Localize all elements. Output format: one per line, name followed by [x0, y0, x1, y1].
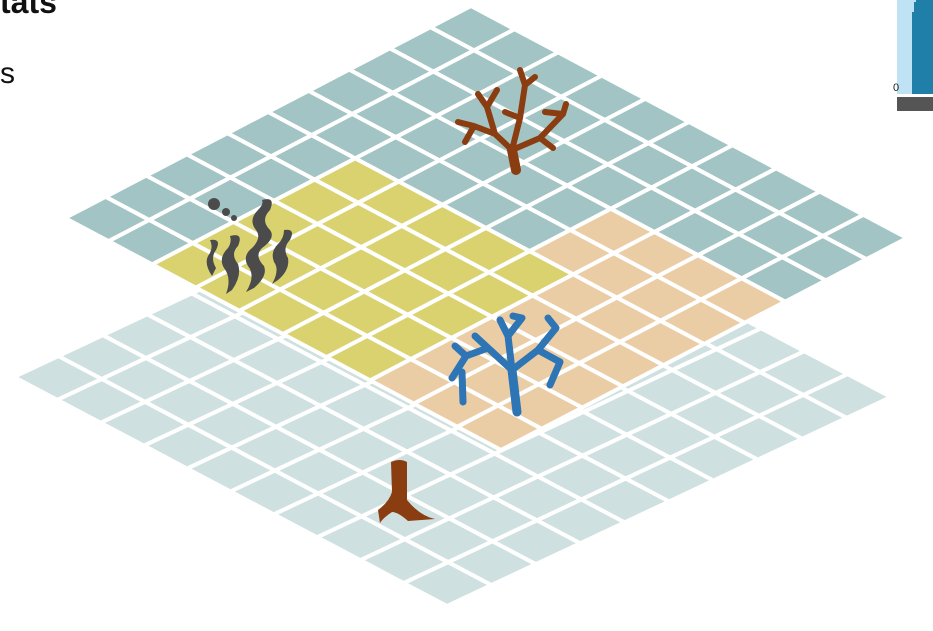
thumbnail-tick-label: 0 [893, 82, 899, 94]
chart-thumbnail: 0 [893, 0, 933, 111]
